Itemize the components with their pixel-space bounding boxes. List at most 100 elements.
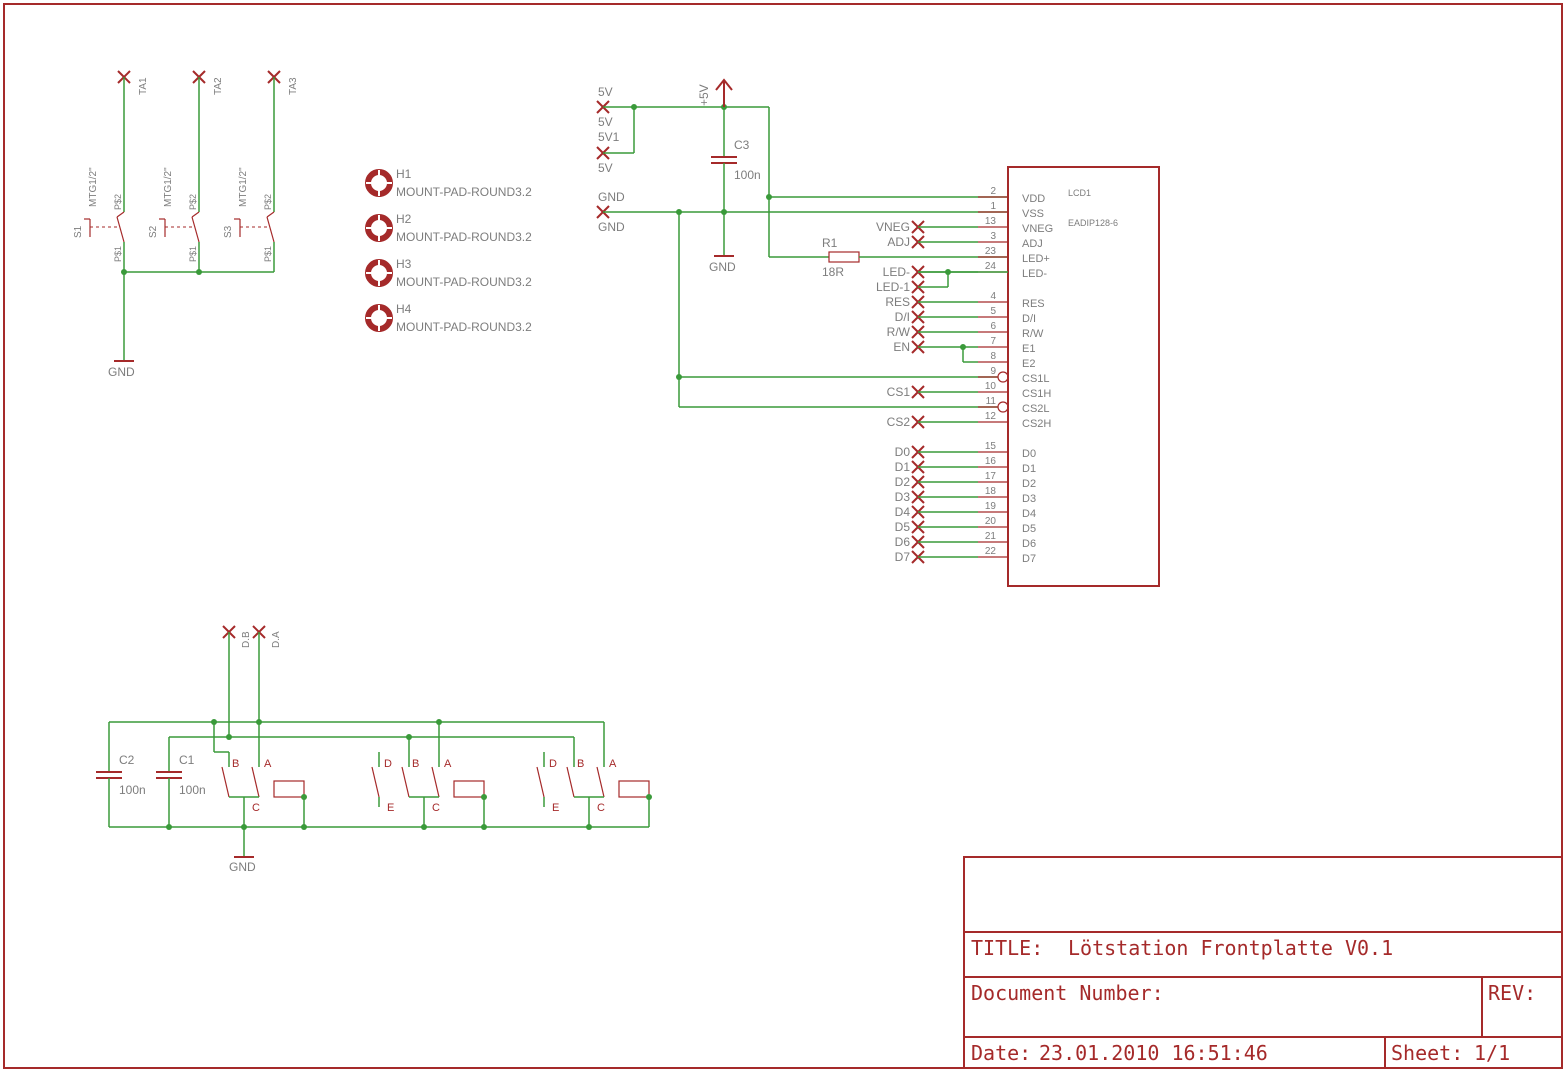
lcd-pin-number: 3 — [990, 231, 996, 242]
encoder-gnd-label: GND — [229, 860, 256, 874]
mount-pads: H1 MOUNT-PAD-ROUND3.2 H2 MOUNT-PAD-ROUND… — [365, 167, 532, 334]
date-value: 23.01.2010 16:51:46 — [1039, 1041, 1268, 1065]
switch-mtg-s3: MTG1/2" — [238, 167, 249, 207]
switch-pin1-s3: P$1 — [263, 246, 273, 262]
enc1-label-b: B — [232, 758, 239, 770]
enc2-label-b: B — [412, 758, 419, 770]
lcd-pin-name: D5 — [1022, 523, 1036, 535]
lcd-pin-number: 22 — [985, 546, 997, 557]
switch-mtg-s2: MTG1/2" — [163, 167, 174, 207]
switch-pin2-s3: P$2 — [263, 194, 273, 210]
lcd-net-label: EN — [893, 340, 910, 354]
doc-number-label: Document Number: — [971, 981, 1164, 1005]
enc2-label-a: A — [444, 758, 452, 770]
lcd-net-label: RES — [885, 295, 910, 309]
title-block: TITLE: Lötstation Frontplatte V0.1 Docum… — [963, 856, 1563, 1069]
lcd-net-label: ADJ — [887, 235, 910, 249]
lcd-pin-number: 2 — [990, 186, 996, 197]
lcd-pin-name: LED- — [1022, 268, 1047, 280]
c3-gnd-label: GND — [709, 260, 736, 274]
mount-pad-value-h1: MOUNT-PAD-ROUND3.2 — [396, 185, 532, 199]
lcd-pin-inverter — [997, 371, 1009, 383]
encoder-2: D B A E C — [371, 722, 487, 827]
net-gnd-b: GND — [598, 220, 625, 234]
mount-pad-name-h2: H2 — [396, 212, 412, 226]
net-5v1: 5V1 — [598, 130, 620, 144]
lcd-net-label: D4 — [895, 505, 911, 519]
lcd-pin-number: 10 — [985, 381, 997, 392]
mount-pad-name-h1: H1 — [396, 167, 412, 181]
rev-label: REV: — [1488, 981, 1536, 1005]
lcd-net-label: D/I — [895, 310, 910, 324]
mount-pad-name-h4: H4 — [396, 302, 412, 316]
lcd-pin-name: CS2H — [1022, 418, 1051, 430]
lcd-pin-name: CS1L — [1022, 373, 1050, 385]
gnd-label-switches: GND — [108, 365, 135, 379]
net-5v-a: 5V — [598, 115, 613, 129]
enc2-label-d: D — [384, 758, 392, 770]
switch-name-s3: S3 — [223, 225, 234, 238]
lcd-pin-name: D2 — [1022, 478, 1036, 490]
lcd-pin-number: 1 — [990, 201, 996, 212]
lcd-pin-number: 19 — [985, 501, 997, 512]
lcd-pin-name: D0 — [1022, 448, 1036, 460]
switch-section: TA1 S1 MTG1/2" P$2 P$1 TA2 S2 MTG1/2" P$… — [73, 70, 299, 379]
mount-pad-value-h3: MOUNT-PAD-ROUND3.2 — [396, 275, 532, 289]
encoder-3: D B A E C — [536, 722, 652, 827]
c1-name: C1 — [179, 753, 195, 767]
lcd-pin-inverter — [997, 401, 1009, 413]
switch-pin2-s2: P$2 — [188, 194, 198, 210]
switch-pin1-s1: P$1 — [113, 246, 123, 262]
mount-pad-h1: H1 MOUNT-PAD-ROUND3.2 — [365, 167, 532, 199]
switch-s2: TA2 S2 MTG1/2" P$2 P$1 — [148, 70, 224, 272]
lcd-pin-name: CS1H — [1022, 388, 1051, 400]
lcd-pin-name: CS2L — [1022, 403, 1050, 415]
lcd-pin-number: 12 — [985, 411, 997, 422]
switch-s3: TA3 S3 MTG1/2" P$2 P$1 — [223, 70, 299, 272]
switch-mtg-s1: MTG1/2" — [88, 167, 99, 207]
lcd-pin-name: R/W — [1022, 328, 1044, 340]
enc3-label-c: C — [597, 802, 605, 814]
lcd-pin-number: 17 — [985, 471, 997, 482]
lcd-pin-number: 6 — [990, 321, 996, 332]
lcd-pin-name: E1 — [1022, 343, 1035, 355]
lcd-net-label: CS1 — [887, 385, 911, 399]
lcd-pin-name: D7 — [1022, 553, 1036, 565]
lcd-net-label: R/W — [887, 325, 911, 339]
lcd-pin-name: D1 — [1022, 463, 1036, 475]
title-label: TITLE: — [971, 936, 1043, 960]
net-5v-b: 5V — [598, 161, 613, 175]
enc1-label-a: A — [264, 758, 272, 770]
r1-name: R1 — [822, 236, 838, 250]
lcd-pin-name: LED+ — [1022, 253, 1050, 265]
lcd-part: EADIP128-6 — [1068, 218, 1118, 228]
lcd-net-label: D1 — [895, 460, 911, 474]
lcd-pin-name: ADJ — [1022, 238, 1043, 250]
encoder-section: D.B D.A C2 100n C1 100n GN — [96, 625, 652, 874]
lcd-module: LCD1 EADIP128-6 2VDD1VSS13VNEGVNEG3ADJAD… — [876, 166, 1160, 587]
lcd-pin-name: D4 — [1022, 508, 1036, 520]
c1-value: 100n — [179, 783, 206, 797]
c3-name: C3 — [734, 138, 750, 152]
sheet-label: Sheet: — [1391, 1041, 1463, 1065]
lcd-pin-name: D3 — [1022, 493, 1036, 505]
enc1-label-c: C — [252, 802, 260, 814]
net-db: D.B — [241, 631, 252, 648]
c3-value: 100n — [734, 168, 761, 182]
lcd-pins: 2VDD1VSS13VNEGVNEG3ADJADJ23LED+24LED-LED… — [876, 186, 1053, 565]
net-da: D.A — [271, 631, 282, 648]
mount-pad-value-h4: MOUNT-PAD-ROUND3.2 — [396, 320, 532, 334]
lcd-pin-number: 23 — [985, 246, 997, 257]
terminal-ta2: TA2 — [213, 77, 224, 95]
lcd-pin-name: E2 — [1022, 358, 1035, 370]
lcd-pin-name: RES — [1022, 298, 1045, 310]
power-section: 5V 5V 5V1 5V +5V C3 100n GND GND GND — [596, 78, 1008, 408]
enc3-label-a: A — [609, 758, 617, 770]
enc3-label-b: B — [577, 758, 584, 770]
terminal-ta3: TA3 — [288, 77, 299, 95]
c2-name: C2 — [119, 753, 135, 767]
switch-pin2-s1: P$2 — [113, 194, 123, 210]
lcd-pin-number: 4 — [990, 291, 996, 302]
lcd-net-label: VNEG — [876, 220, 910, 234]
